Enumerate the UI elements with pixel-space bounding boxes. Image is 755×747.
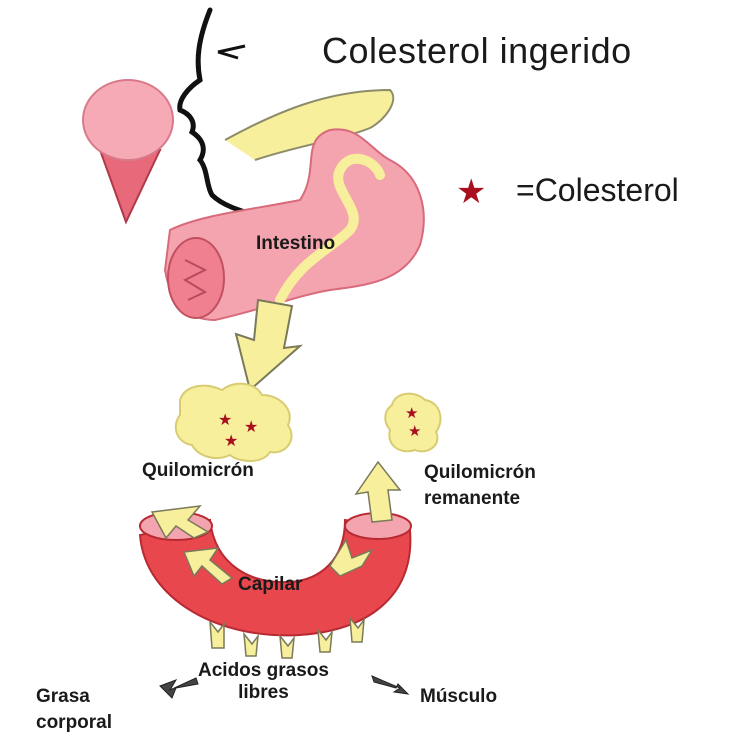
- label-acidos-line2: libres: [198, 682, 329, 704]
- label-grasa-line1: Grasa: [36, 684, 112, 710]
- remnant-star-2: ★: [408, 422, 421, 440]
- chylomicron-star-2: ★: [244, 417, 258, 436]
- ice-cream-scoop: [83, 80, 173, 160]
- arrow-capillary-to-remnant: [356, 462, 400, 522]
- arrow-to-body-fat: [160, 678, 198, 698]
- label-quilomicron: Quilomicrón: [142, 460, 254, 482]
- label-quilomicron-remanente-line2: remanente: [424, 486, 536, 512]
- legend-label: =Colesterol: [516, 172, 679, 209]
- intestine-opening: [168, 238, 224, 318]
- chylomicron-star-3: ★: [224, 431, 238, 450]
- remnant-star-1: ★: [405, 404, 418, 422]
- label-quilomicron-remanente: Quilomicrón remanente: [424, 460, 536, 512]
- label-grasa-line2: corporal: [36, 710, 112, 736]
- label-acidos-grasos: Acidos grasos libres: [198, 660, 329, 704]
- legend-star-icon: ★: [456, 172, 486, 212]
- arrow-intestine-to-chylomicron: [236, 300, 300, 390]
- eye: [218, 46, 245, 58]
- label-grasa-corporal: Grasa corporal: [36, 684, 112, 736]
- label-intestino: Intestino: [256, 233, 335, 255]
- label-acidos-line1: Acidos grasos: [198, 660, 329, 682]
- face-profile: [180, 10, 255, 215]
- chylomicron-star-1: ★: [218, 410, 232, 429]
- diagram-title: Colesterol ingerido: [322, 30, 632, 72]
- label-capilar: Capilar: [238, 574, 302, 596]
- label-musculo: Músculo: [420, 686, 497, 708]
- arrow-to-muscle: [372, 676, 408, 694]
- label-quilomicron-remanente-line1: Quilomicrón: [424, 460, 536, 486]
